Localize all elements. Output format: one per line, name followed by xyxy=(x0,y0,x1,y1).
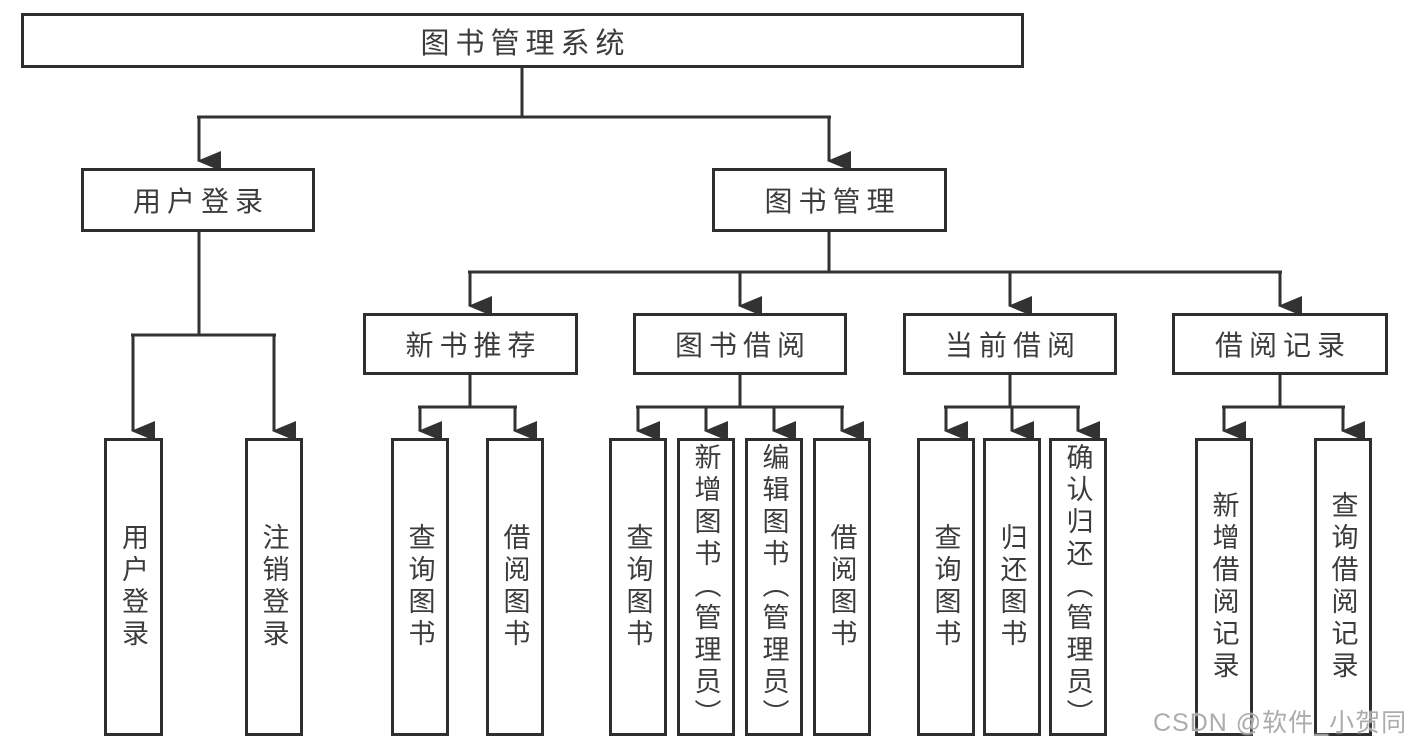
leaf-return-books: 归还图书 xyxy=(983,438,1041,736)
node-current-borrow: 当前借阅 xyxy=(903,313,1117,375)
leaf-add-books-admin: 新增图书（管理员） xyxy=(677,438,735,736)
node-root: 图书管理系统 xyxy=(21,13,1024,68)
leaf-borrow-books-2: 借阅图书 xyxy=(813,438,871,736)
leaf-user-login: 用户登录 xyxy=(104,438,163,736)
leaf-query-books-1: 查询图书 xyxy=(391,438,449,736)
leaf-add-borrow-record: 新增借阅记录 xyxy=(1195,438,1253,736)
leaf-confirm-return-admin: 确认归还（管理员） xyxy=(1049,438,1107,736)
leaf-query-borrow-record: 查询借阅记录 xyxy=(1314,438,1372,736)
node-borrow-records: 借阅记录 xyxy=(1172,313,1388,375)
node-book-borrow: 图书借阅 xyxy=(633,313,847,375)
csdn-watermark: CSDN @软件_小贺同学 xyxy=(1153,709,1405,737)
leaf-query-books-2: 查询图书 xyxy=(609,438,667,736)
leaf-logout: 注销登录 xyxy=(245,438,303,736)
node-user-login: 用户登录 xyxy=(81,168,315,232)
leaf-borrow-books-1: 借阅图书 xyxy=(486,438,544,736)
node-new-book-recommend: 新书推荐 xyxy=(363,313,578,375)
leaf-query-books-3: 查询图书 xyxy=(917,438,975,736)
node-book-management: 图书管理 xyxy=(712,168,947,232)
leaf-edit-books-admin: 编辑图书（管理员） xyxy=(745,438,803,736)
